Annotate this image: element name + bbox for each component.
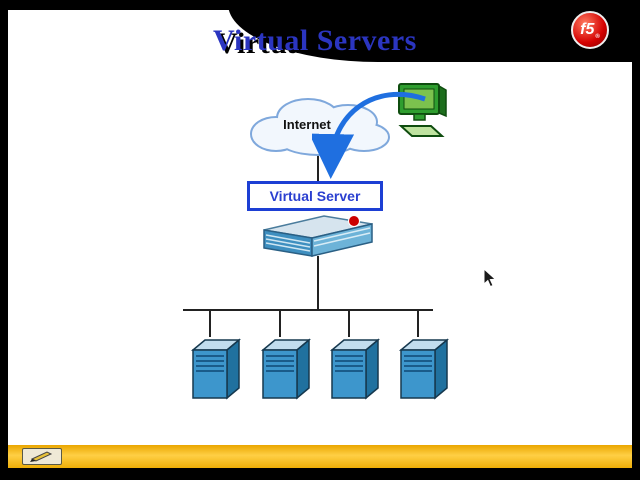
server-tower-icon xyxy=(190,338,241,400)
page-title: Virtual Servers xyxy=(213,24,417,57)
f5-ball-icon xyxy=(348,215,360,227)
connector-line xyxy=(317,256,319,310)
drop-line xyxy=(209,310,211,337)
f5-brand-logo: f5 ® xyxy=(571,11,609,49)
drop-line xyxy=(279,310,281,337)
presenter-toolbar xyxy=(8,445,632,468)
virtual-server-box: Virtual Server xyxy=(247,181,383,211)
drop-line xyxy=(417,310,419,337)
server-tower-icon xyxy=(260,338,311,400)
server-tower-icon xyxy=(329,338,380,400)
drop-line xyxy=(348,310,350,337)
f5-logo-text: f5 xyxy=(580,21,595,38)
internet-label: Internet xyxy=(283,117,331,132)
mouse-cursor xyxy=(483,268,497,288)
traffic-arrow-icon xyxy=(312,92,426,179)
bigip-appliance-icon xyxy=(263,215,373,257)
pencil-icon xyxy=(30,451,53,462)
server-tower-icon xyxy=(398,338,449,400)
pen-tool-button[interactable] xyxy=(22,448,62,465)
network-bus-line xyxy=(183,309,433,311)
registered-mark: ® xyxy=(595,34,600,40)
virtual-server-label: Virtual Server xyxy=(269,188,361,204)
